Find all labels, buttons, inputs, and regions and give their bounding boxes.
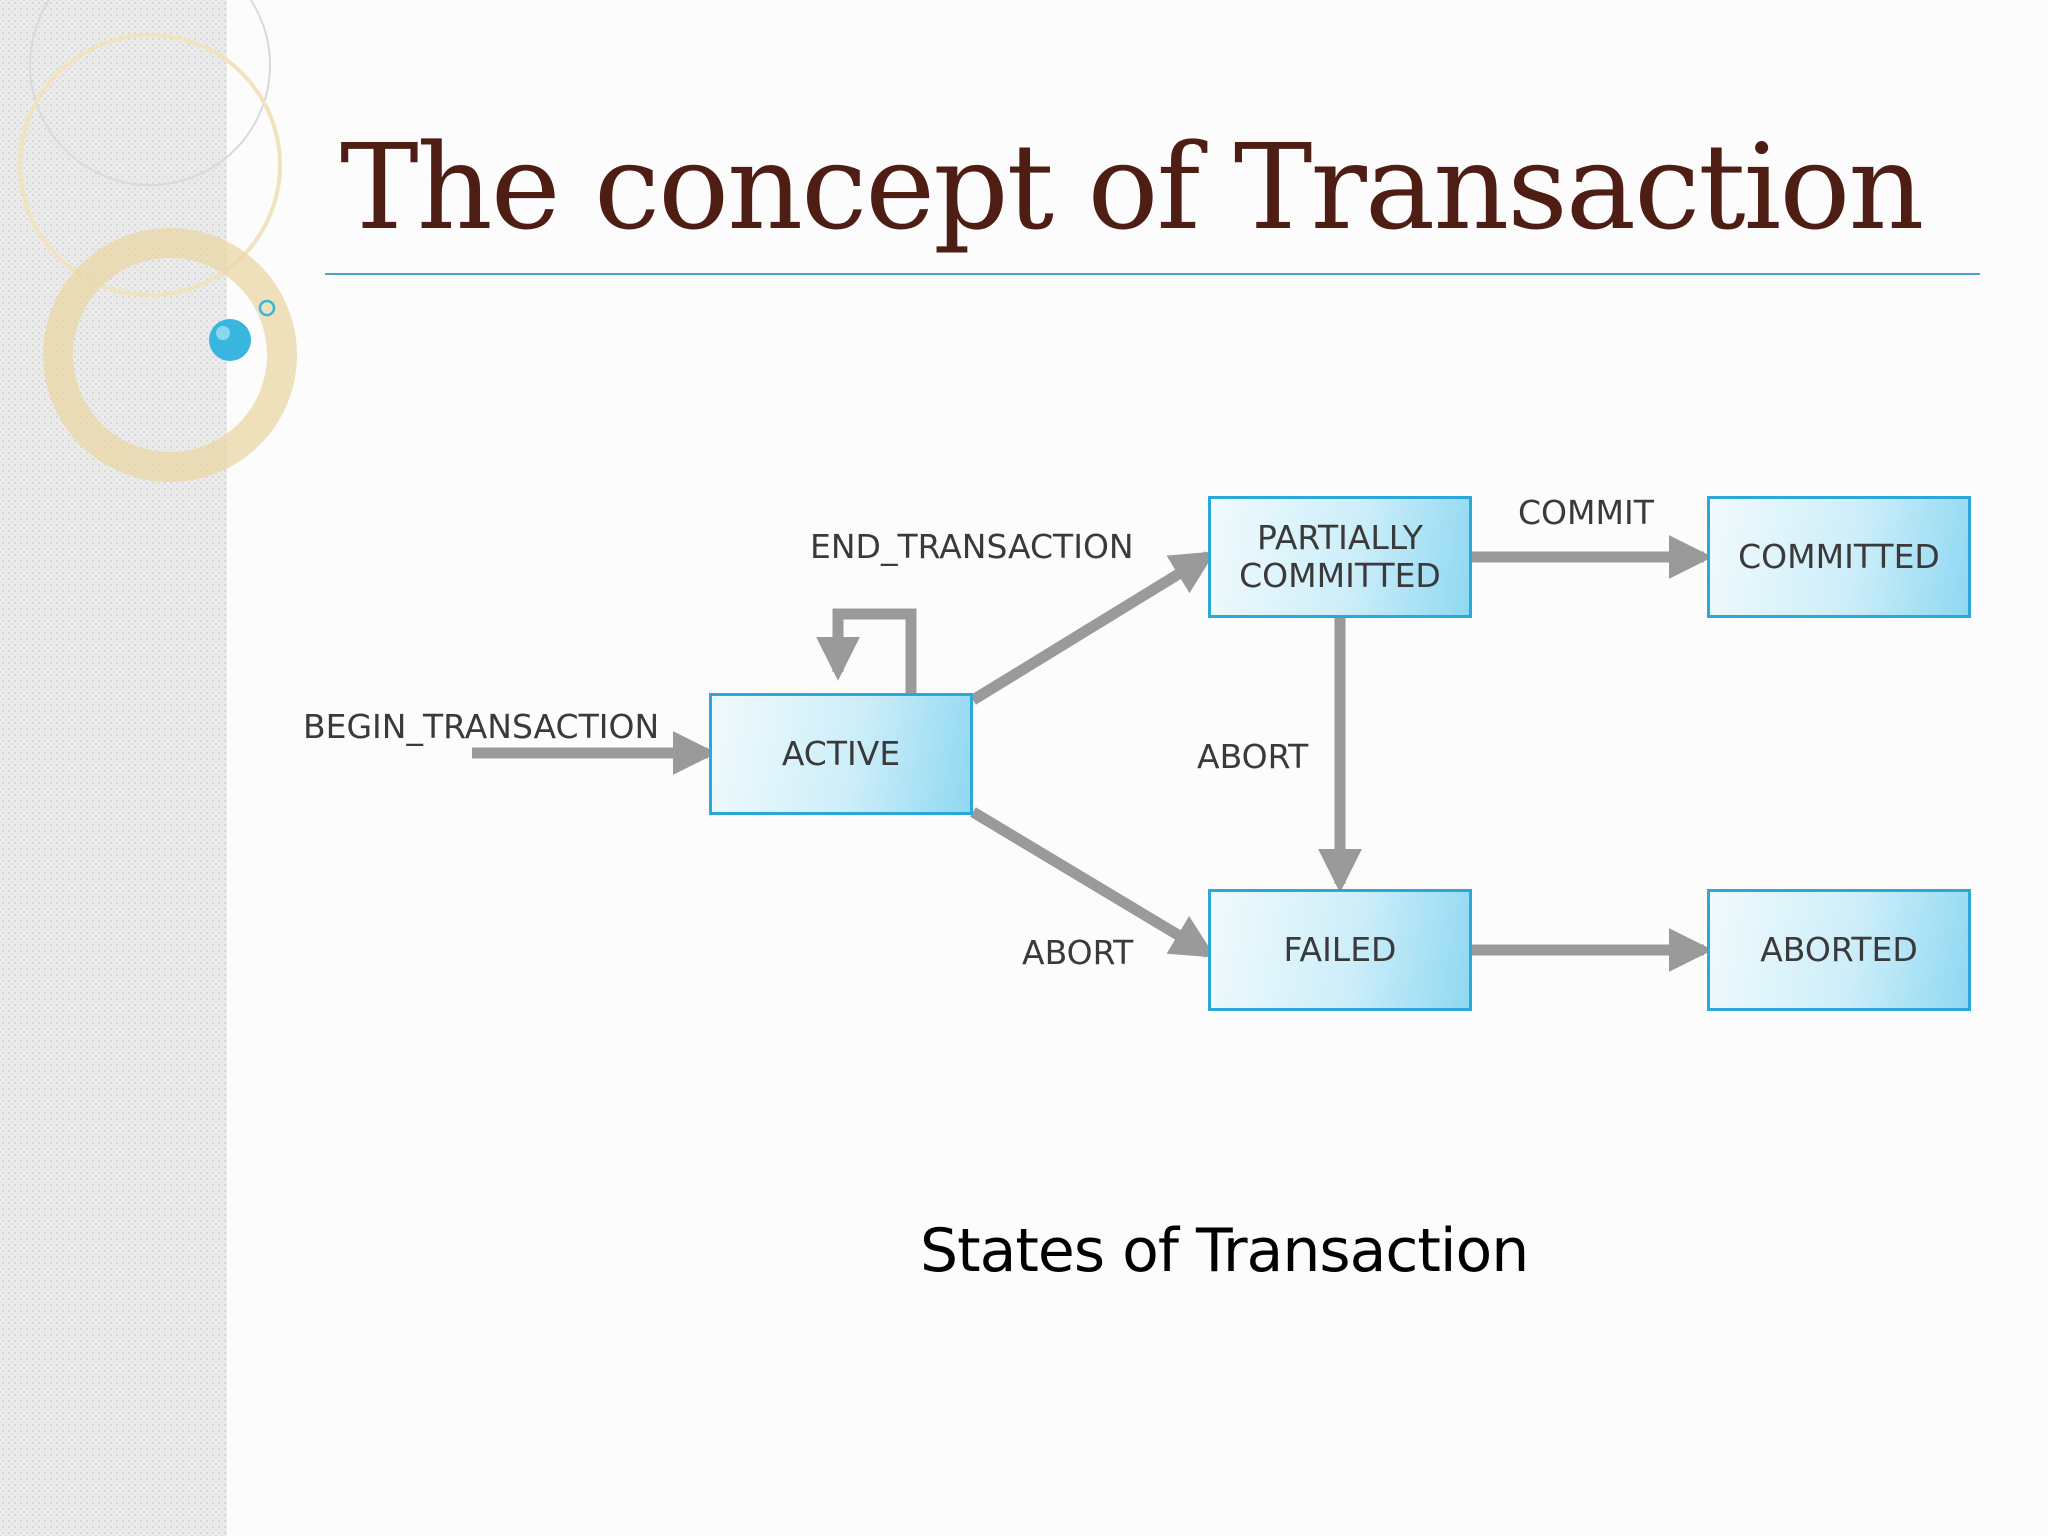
arrow-active-self-loop [838, 614, 911, 694]
state-partially-committed: PARTIALLY COMMITTED [1208, 496, 1472, 618]
arrow-active-to-failed [973, 812, 1208, 953]
edge-label-abort-partial: ABORT [1197, 740, 1308, 773]
state-aborted: ABORTED [1707, 889, 1971, 1011]
edge-label-end-transaction: END_TRANSACTION [810, 530, 1134, 563]
state-failed-label: FAILED [1284, 931, 1397, 969]
diagram-caption: States of Transaction [920, 1216, 1528, 1286]
state-aborted-label: ABORTED [1760, 931, 1918, 969]
edge-label-commit: COMMIT [1518, 496, 1654, 529]
edge-label-begin-transaction: BEGIN_TRANSACTION [303, 710, 659, 743]
arrow-active-to-partially-committed [973, 556, 1208, 700]
state-active: ACTIVE [709, 693, 973, 815]
state-partially-committed-label: PARTIALLY COMMITTED [1231, 519, 1449, 595]
state-failed: FAILED [1208, 889, 1472, 1011]
state-active-label: ACTIVE [782, 735, 900, 773]
state-committed-label: COMMITTED [1738, 538, 1940, 576]
state-committed: COMMITTED [1707, 496, 1971, 618]
edge-label-abort-active: ABORT [1022, 936, 1133, 969]
